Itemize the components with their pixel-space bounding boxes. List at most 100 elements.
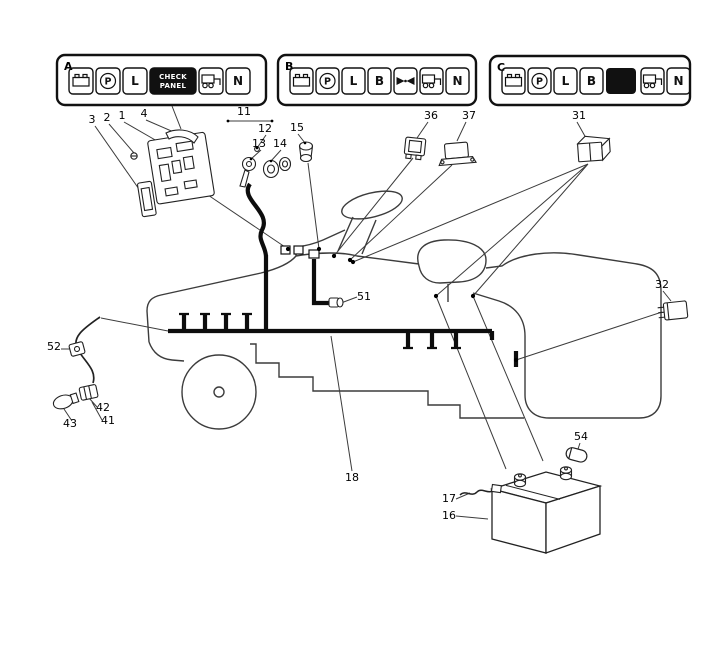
- callout-numbers: 3 2 1 4 11 12 13 14 15 36 37 31 32 51 52…: [47, 105, 669, 522]
- boot-body: [565, 447, 588, 463]
- panel-variant-c: C P L B N: [488, 54, 692, 107]
- lights-glyph: L: [131, 74, 139, 88]
- panel-variant-a: A P L CHECK PANEL N: [55, 53, 268, 107]
- indicator-cell: [225, 67, 251, 95]
- indicator-cell: [122, 67, 148, 95]
- parking-brake-indicator-icon: [319, 72, 336, 90]
- indicator-cell: [198, 67, 224, 95]
- indicator-cell: [445, 67, 470, 95]
- callout-12: 12: [258, 122, 272, 135]
- part-bulb-43: [52, 392, 80, 410]
- callout-42: 42: [96, 401, 110, 414]
- harness-connector: [293, 245, 304, 255]
- parking-brake-indicator-icon: [531, 72, 548, 90]
- part-ignition-switch-group: [239, 141, 314, 188]
- neutral-glyph: N: [452, 74, 462, 88]
- lights-glyph: L: [562, 74, 570, 88]
- callout-4: 4: [141, 107, 148, 120]
- harness-connector: [280, 245, 291, 255]
- parking-glyph: P: [105, 77, 112, 88]
- tractor-body-path: [146, 216, 662, 419]
- part-terminal-boot-54: [565, 447, 588, 463]
- indicator-cell: [68, 67, 94, 95]
- blade-glyph: B: [375, 74, 384, 88]
- callout-54: 54: [574, 430, 588, 443]
- switch-nut-hole: [281, 160, 289, 168]
- callout-36: 36: [424, 109, 438, 122]
- neutral-glyph: N: [233, 74, 243, 88]
- relay-tab: [415, 154, 422, 161]
- panel-b-label: B: [285, 60, 293, 73]
- part-switch-31: [576, 135, 611, 163]
- panel-a-label: A: [64, 60, 73, 73]
- parking-glyph: P: [536, 77, 543, 88]
- callout-1: 1: [119, 109, 126, 122]
- callout-41: 41: [101, 414, 115, 427]
- dashboard-slot: [183, 179, 198, 190]
- battery-terminal: [559, 466, 573, 481]
- relay-body: [443, 141, 469, 160]
- callout-11: 11: [237, 105, 251, 118]
- part-relay-37: [438, 141, 477, 167]
- relay-face: [407, 139, 423, 154]
- socket-ribs: [83, 385, 92, 400]
- ignition-key-hole: [245, 160, 253, 168]
- indicator-cell: [553, 67, 578, 95]
- dashboard-slot: [158, 163, 172, 182]
- bulb-base: [69, 392, 80, 405]
- callout-16: 16: [442, 509, 456, 522]
- flange-hole: [470, 157, 475, 162]
- part-bracket-4: [165, 129, 199, 144]
- parking-brake-indicator-icon: [99, 72, 117, 90]
- harness-tick-caps: [179, 312, 461, 350]
- callout-15: 15: [290, 121, 304, 134]
- tractor-outline: [146, 190, 662, 430]
- indicator-cell: [289, 67, 314, 95]
- indicator-cell: [341, 67, 366, 95]
- callout-43: 43: [63, 417, 77, 430]
- callout-37: 37: [462, 109, 476, 122]
- callout-52: 52: [47, 340, 61, 353]
- indicator-cell: [367, 67, 392, 95]
- dashboard-slot: [171, 159, 183, 174]
- dashboard-slot: [182, 155, 195, 171]
- dashboard-slot: [164, 186, 179, 197]
- key-cylinder-base: [299, 153, 313, 163]
- relay-tab: [405, 153, 412, 160]
- callout-3: 3: [89, 113, 96, 126]
- callout-32: 32: [655, 278, 669, 291]
- check-panel-display: [149, 67, 197, 95]
- steering-wheel: [341, 190, 403, 220]
- panel-variant-b: B P L B N: [276, 53, 478, 107]
- part-battery-16: [489, 466, 603, 554]
- blade-glyph: B: [587, 74, 596, 88]
- neutral-glyph: N: [673, 74, 683, 88]
- dashboard-slot: [175, 140, 194, 153]
- part-screw-2: [130, 152, 138, 160]
- part-connector-51: [328, 297, 344, 308]
- rocker-split: [588, 142, 592, 162]
- part-mounting-plate-3: [137, 180, 157, 218]
- callout-14: 14: [273, 137, 287, 150]
- callout-13: 13: [252, 137, 266, 150]
- indicator-cell: [579, 67, 604, 95]
- indicator-cell: [527, 67, 552, 95]
- relay-flange: [438, 156, 477, 167]
- relay-seam: [666, 302, 670, 320]
- front-wheel: [181, 354, 257, 430]
- battery-side: [545, 485, 601, 554]
- blank-display-cell: [606, 68, 636, 94]
- indicator-cell: [419, 67, 444, 95]
- front-wheel-hub: [213, 386, 225, 398]
- switch-side: [601, 137, 611, 162]
- plate-slot: [140, 186, 154, 212]
- part-dashboard-panel-1: [147, 131, 215, 205]
- part-lamp-socket-41-42: [78, 384, 99, 401]
- ignition-key-blade: [239, 169, 250, 188]
- indicator-cell: [666, 67, 691, 95]
- flange-hole: [440, 160, 445, 165]
- indicator-cell: [315, 67, 340, 95]
- connection-dots: [226, 119, 519, 363]
